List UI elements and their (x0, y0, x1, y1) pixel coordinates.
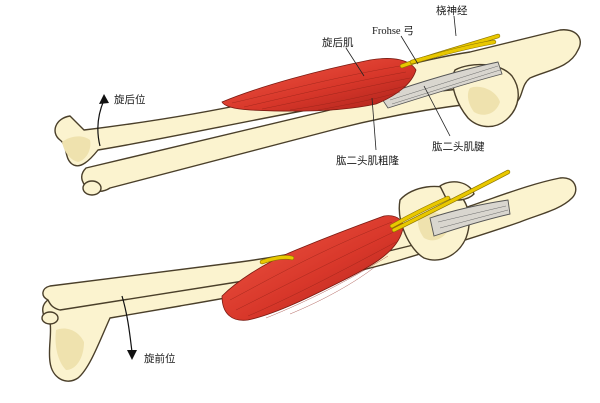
label-radial-nerve: 桡神经 (436, 4, 468, 17)
label-biceps-tendon: 肱二头肌腱 (432, 140, 485, 153)
top-biceps-tendon (379, 61, 503, 109)
top-supinator-muscle (221, 58, 417, 112)
curved-arrow-down-icon (121, 295, 133, 353)
bottom-forearm (41, 169, 577, 382)
bottom-nerve-branch (260, 255, 294, 264)
bottom-biceps-tendon (429, 199, 511, 237)
top-forearm (54, 29, 581, 196)
top-elbow-shade (467, 86, 500, 115)
top-ulna-head (82, 180, 102, 196)
curved-arrow-up-head (99, 94, 109, 104)
labels: 旋后肌 Frohse 弓 桡神经 旋后位 肱二头肌粗隆 肱二头肌腱 旋前位 (114, 4, 485, 365)
curved-arrow-down-head (127, 350, 137, 360)
label-pronation: 旋前位 (144, 352, 176, 365)
bottom-ulna-head (41, 311, 59, 325)
bottom-radial-nerve (392, 170, 510, 232)
label-biceps-tuberosity: 肱二头肌粗隆 (336, 154, 399, 167)
top-wrist-shade (62, 136, 91, 162)
label-frohse-arch: Frohse 弓 (372, 26, 414, 37)
leader-lines (345, 15, 457, 151)
top-muscle-fibers (231, 65, 411, 111)
label-supinator: 旋后肌 (322, 36, 354, 49)
bottom-wrist-shade (55, 328, 84, 370)
label-supination: 旋后位 (114, 93, 146, 106)
bottom-muscle-fibers (229, 221, 399, 319)
